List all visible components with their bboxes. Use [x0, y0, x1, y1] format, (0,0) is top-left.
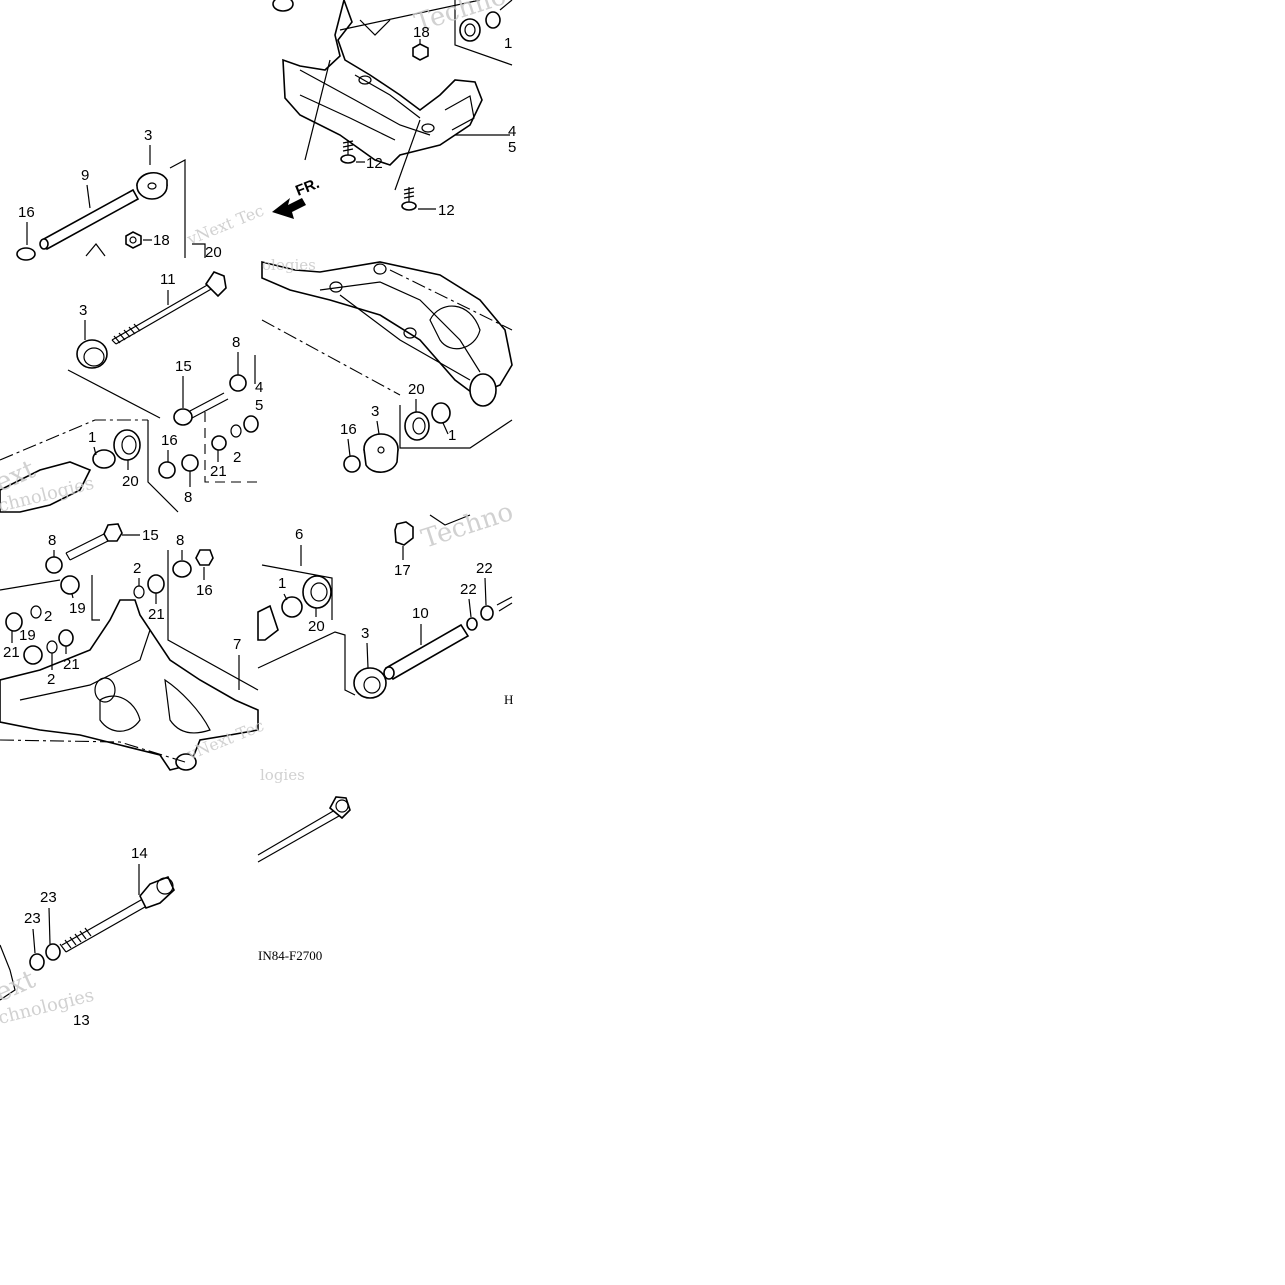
- callout-23: 23: [24, 910, 41, 927]
- callout-3: 3: [361, 625, 369, 642]
- callout-9: 9: [81, 167, 89, 184]
- swing-arm: [261, 260, 513, 396]
- callout-21: 21: [63, 656, 80, 673]
- tile-bolt-14: [0, 875, 175, 1001]
- callout-5: 5: [508, 139, 516, 156]
- tile-arm-7: [0, 523, 259, 771]
- bolt-12-upper: [340, 140, 365, 164]
- callout-19: 19: [19, 627, 36, 644]
- bolt-14: [59, 875, 175, 953]
- callout-20: 20: [308, 618, 325, 635]
- shaft-10: [383, 623, 470, 681]
- bolt-15-mid: [173, 392, 229, 426]
- callout-2: 2: [133, 560, 141, 577]
- callout-1: 1: [504, 35, 512, 52]
- callout-20: 20: [408, 381, 425, 398]
- callout-22: 22: [476, 560, 493, 577]
- callout-8: 8: [232, 334, 240, 351]
- callout-11: 11: [160, 271, 176, 288]
- callout-17: 17: [394, 562, 411, 579]
- callout-16: 16: [196, 582, 213, 599]
- callout-21: 21: [148, 606, 165, 623]
- tile-rear-arm: [261, 260, 513, 473]
- callout-18: 18: [413, 24, 430, 41]
- callout-12: 12: [366, 155, 383, 172]
- collar-3-lower: [353, 667, 387, 699]
- callout-4: 4: [255, 379, 263, 396]
- callout-3: 3: [144, 127, 152, 144]
- callout-2: 2: [44, 608, 52, 625]
- callout-7: 7: [233, 636, 241, 653]
- callout-16: 16: [18, 204, 35, 221]
- frame-bracket: [282, 0, 483, 166]
- callout-5: 5: [255, 397, 263, 414]
- callout-14: 14: [131, 845, 148, 862]
- callout-20: 20: [205, 244, 222, 261]
- bolt-15-lower: [65, 523, 123, 561]
- bushing-1-lower: [257, 596, 303, 641]
- callout-10: 10: [412, 605, 429, 622]
- watermark-3: ologies: [262, 256, 316, 274]
- callout-1: 1: [278, 575, 286, 592]
- callout-20: 20: [122, 473, 139, 490]
- bearing-20-left: [113, 429, 141, 461]
- tile-bolt-end: [257, 796, 351, 863]
- callout-1: 1: [88, 429, 96, 446]
- tile-shaft-9: [16, 159, 206, 261]
- bushing-1-left: [92, 449, 116, 469]
- collar-3-right: [363, 433, 399, 473]
- tile-shaft-10: [257, 514, 513, 699]
- callout-19: 19: [69, 600, 86, 617]
- callout-15: 15: [142, 527, 159, 544]
- callout-3: 3: [371, 403, 379, 420]
- bolt-12-lower: [401, 187, 436, 211]
- callout-2: 2: [233, 449, 241, 466]
- tile-frame-bracket: [272, 0, 513, 219]
- callout-15: 15: [175, 358, 192, 375]
- callout-13: 13: [73, 1012, 90, 1029]
- callout-12: 12: [438, 202, 455, 219]
- watermark-8: logies: [260, 766, 305, 784]
- callout-22: 22: [460, 581, 477, 598]
- callout-18: 18: [153, 232, 170, 249]
- bolt-11: [111, 271, 227, 345]
- callout-21: 21: [210, 463, 227, 480]
- callout-16: 16: [161, 432, 178, 449]
- callout-3: 3: [79, 302, 87, 319]
- lower-arm-7: [0, 599, 259, 771]
- tile-bolt-11: [0, 271, 259, 513]
- part-code: IN84-F2700: [258, 948, 322, 963]
- callout-8: 8: [48, 532, 56, 549]
- callout-16: 16: [340, 421, 357, 438]
- part-code-fragment: H: [504, 692, 513, 707]
- bearing-20-lower: [302, 575, 332, 609]
- front-direction-arrow: [272, 198, 306, 219]
- collar-3-mid: [76, 339, 108, 369]
- callout-23: 23: [40, 889, 57, 906]
- callout-6: 6: [295, 526, 303, 543]
- callout-8: 8: [184, 489, 192, 506]
- callout-2: 2: [47, 671, 55, 688]
- callout-8: 8: [176, 532, 184, 549]
- callout-21: 21: [3, 644, 20, 661]
- callouts: 18 1 4 5 12 12 3 9 16 18 20 11 3 8 15 4 …: [3, 24, 516, 1029]
- shaft-9: [39, 188, 140, 251]
- callout-1: 1: [448, 427, 456, 444]
- collar-3: [136, 172, 168, 200]
- labels: FR. IN84-F2700 H: [258, 175, 513, 963]
- callout-4: 4: [508, 123, 516, 140]
